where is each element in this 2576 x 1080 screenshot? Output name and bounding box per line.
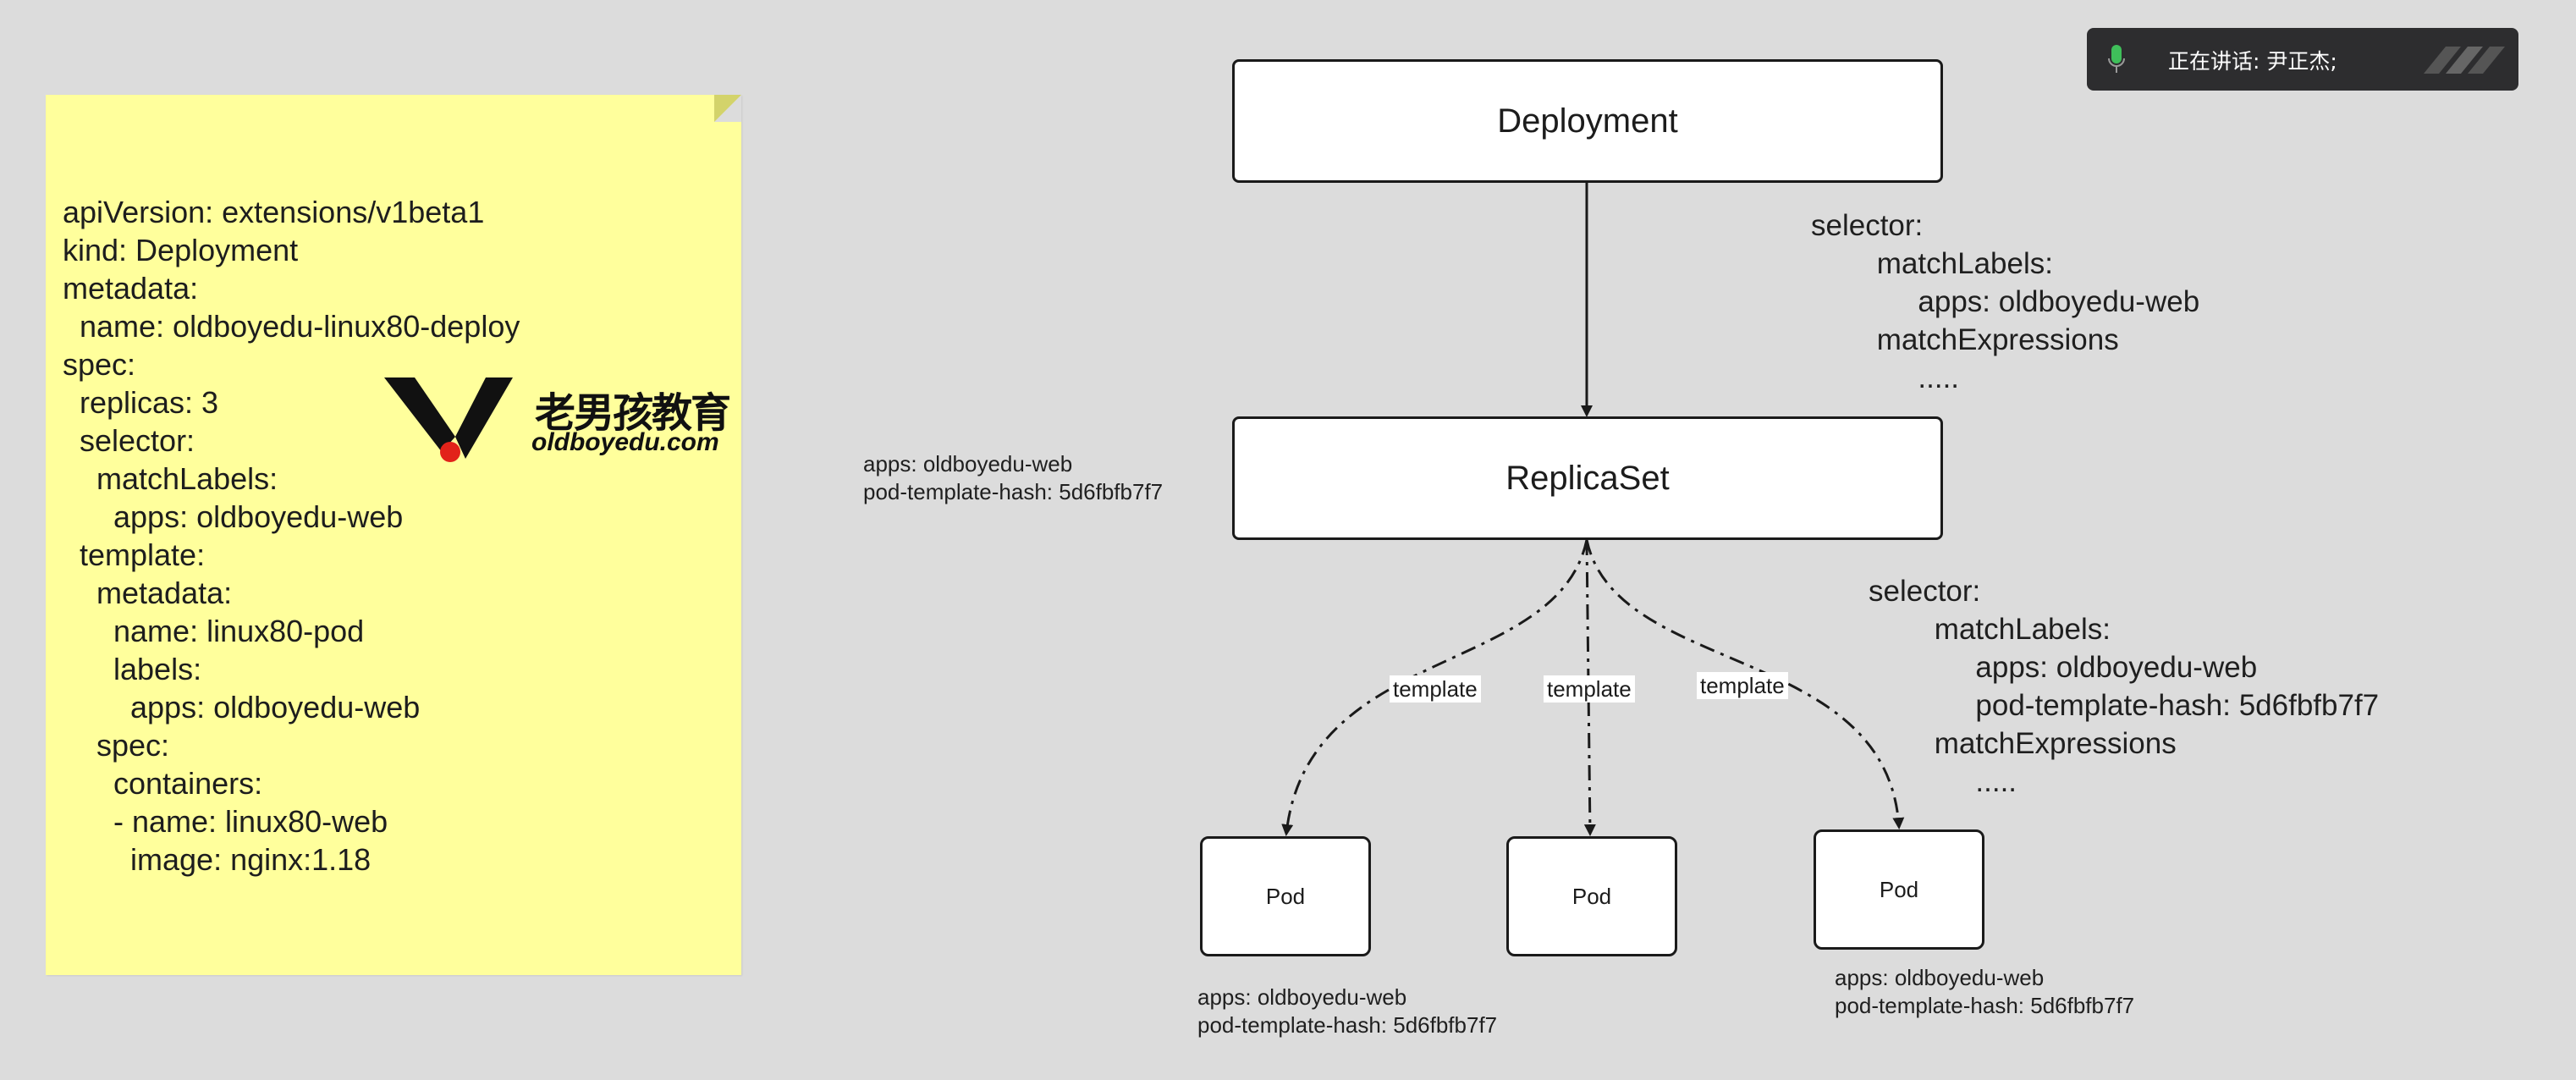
yaml-code-block: apiVersion: extensions/v1beta1 kind: Depl… [63, 193, 520, 879]
logo-chinese-text: 老男孩教育 [535, 389, 731, 437]
yaml-line: apps: oldboyedu-web [63, 499, 404, 534]
yaml-line: selector: [63, 423, 195, 458]
logo-domain-text: oldboyedu.com [531, 428, 719, 456]
replicaset-selector-line: matchExpressions [1869, 727, 2177, 760]
deployment-selector-line: selector: [1811, 209, 1924, 242]
yaml-line: apps: oldboyedu-web [63, 690, 421, 725]
deployment-node: Deployment [1232, 59, 1943, 183]
replicaset-selector-line: ..... [1869, 765, 2017, 798]
yaml-line: labels: [63, 652, 202, 686]
pod3-labels-text: apps: oldboyedu-web pod-template-hash: 5d… [1835, 964, 2134, 1020]
brand-logo-icon [2424, 47, 2505, 74]
replicaset-node: ReplicaSet [1232, 416, 1943, 540]
replicaset-to-pod1-arrow [1281, 539, 1588, 836]
yaml-line: kind: Deployment [63, 233, 299, 267]
yaml-sticky-note: apiVersion: extensions/v1beta1 kind: Depl… [46, 95, 741, 975]
speaking-text: 正在讲话: 尹正杰; [2168, 49, 2337, 74]
pod-node-1: Pod [1200, 836, 1371, 956]
microphone-icon [2108, 45, 2125, 73]
logo-v-mark-icon [384, 377, 513, 462]
yaml-line: metadata: [63, 576, 233, 610]
yaml-line: apiVersion: extensions/v1beta1 [63, 195, 485, 229]
replicaset-selector-line: apps: oldboyedu-web [1869, 651, 2258, 684]
replicaset-label-line: apps: oldboyedu-web [863, 451, 1073, 477]
yaml-line: template: [63, 537, 206, 572]
yaml-line: spec: [63, 347, 136, 382]
edge-label-template-3: template [1697, 672, 1788, 699]
edge-label-template-2: template [1544, 675, 1635, 703]
replicaset-selector-line: selector: [1869, 575, 1981, 608]
oldboyedu-logo: 老男孩教育 oldboyedu.com [384, 377, 731, 555]
replicaset-to-pod3-arrow [1585, 539, 1905, 829]
deployment-selector-text: selector: matchLabels: apps: oldboyedu-w… [1811, 207, 2199, 397]
deployment-selector-line: apps: oldboyedu-web [1811, 285, 2200, 318]
replicaset-selector-text: selector: matchLabels: apps: oldboyedu-w… [1869, 572, 2379, 801]
deployment-selector-line: matchExpressions [1811, 323, 2119, 356]
yaml-line: spec: [63, 728, 170, 763]
yaml-line: metadata: [63, 271, 199, 306]
edge-label-template-1: template [1390, 675, 1481, 703]
deployment-selector-line: matchLabels: [1811, 247, 2053, 280]
yaml-line: - name: linux80-web [63, 804, 388, 839]
yaml-line: matchLabels: [63, 461, 278, 496]
yaml-line: containers: [63, 766, 263, 801]
speaking-indicator: 正在讲话: 尹正杰; [2087, 28, 2518, 91]
pod1-label-line: pod-template-hash: 5d6fbfb7f7 [1197, 1012, 1498, 1038]
yaml-line: name: oldboyedu-linux80-deploy [63, 309, 520, 344]
yaml-line: name: linux80-pod [63, 614, 365, 648]
pod3-label-line: apps: oldboyedu-web [1835, 965, 2045, 990]
replicaset-label-line: pod-template-hash: 5d6fbfb7f7 [863, 479, 1164, 504]
pod3-label-line: pod-template-hash: 5d6fbfb7f7 [1835, 993, 2135, 1018]
deployment-selector-line: ..... [1811, 361, 1960, 394]
pod1-label-line: apps: oldboyedu-web [1197, 984, 1407, 1010]
pod-node-3: Pod [1814, 829, 1984, 950]
replicaset-selector-line: matchLabels: [1869, 613, 2111, 646]
yaml-line: replicas: 3 [63, 385, 219, 420]
pod-node-2: Pod [1506, 836, 1677, 956]
replicaset-selector-line: pod-template-hash: 5d6fbfb7f7 [1869, 689, 2380, 722]
yaml-line: image: nginx:1.18 [63, 842, 372, 877]
note-fold-corner [714, 95, 741, 122]
